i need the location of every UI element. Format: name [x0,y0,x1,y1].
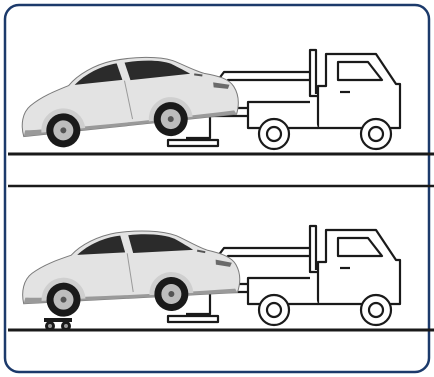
towing-illustration [0,0,434,377]
towing-diagram [0,0,434,377]
